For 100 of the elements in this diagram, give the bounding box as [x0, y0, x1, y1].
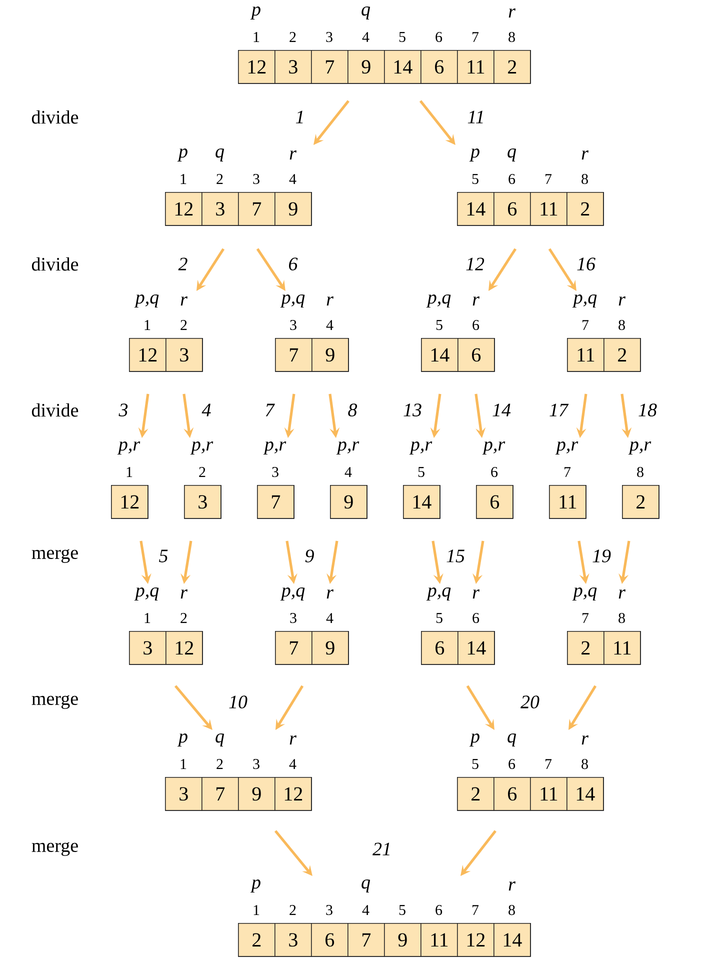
- pointer-label: r: [472, 296, 480, 306]
- index-label: 7: [582, 613, 589, 623]
- index-label: 1: [180, 759, 186, 769]
- index-label: 3: [326, 32, 332, 42]
- array-cell: 12: [274, 777, 312, 811]
- index-label: 2: [199, 467, 206, 477]
- index-label: 2: [216, 174, 223, 184]
- pointer-label: p: [469, 148, 480, 162]
- pointer-label: p,q: [280, 588, 305, 600]
- array-cell: 14: [494, 923, 531, 957]
- step-number: 11: [466, 110, 486, 124]
- array-cell: 14: [421, 338, 458, 372]
- pointer-label: p,r: [555, 442, 578, 454]
- array-cell: 3: [274, 923, 312, 957]
- index-label: 3: [290, 320, 296, 330]
- phase-label: divide: [32, 257, 78, 271]
- index-label: 7: [472, 905, 479, 915]
- index-label: 1: [144, 320, 150, 330]
- array-cell: 9: [274, 192, 312, 226]
- index-label: 5: [472, 759, 478, 769]
- pointer-label: r: [508, 8, 516, 18]
- array-cell: 2: [238, 923, 276, 957]
- array-cell: 6: [420, 50, 458, 84]
- pointer-label: r: [582, 150, 588, 160]
- index-label: 6: [472, 320, 480, 330]
- array-cell: 12: [165, 192, 202, 226]
- pointer-label: p: [250, 880, 260, 892]
- index-label: 8: [508, 32, 515, 42]
- array-cell: 14: [457, 192, 494, 226]
- array-cell: 11: [420, 923, 458, 957]
- step-number: 4: [200, 402, 212, 418]
- phase-label: divide: [32, 403, 78, 417]
- index-label: 8: [582, 758, 588, 770]
- step-number: 9: [304, 548, 316, 564]
- step-number: 19: [591, 548, 612, 564]
- index-label: 3: [290, 612, 296, 624]
- index-label: 7: [546, 174, 552, 184]
- pointer-label: q: [508, 148, 516, 162]
- pointer-label: p,q: [280, 294, 305, 308]
- pointer-label: r: [326, 590, 334, 598]
- array-cell: 7: [238, 192, 276, 226]
- array-cell: 6: [311, 923, 348, 957]
- index-label: 8: [508, 904, 515, 916]
- index-label: 8: [637, 466, 644, 478]
- array-cell: 14: [458, 631, 495, 665]
- step-number: 7: [264, 402, 276, 418]
- index-label: 6: [491, 466, 498, 478]
- pointer-label: p: [177, 148, 188, 162]
- index-label: 4: [326, 320, 334, 330]
- index-label: 1: [126, 467, 132, 477]
- array-cell: 12: [166, 631, 203, 665]
- array-cell: 2: [604, 338, 641, 372]
- step-number: 18: [637, 402, 658, 418]
- step-number: 8: [346, 402, 358, 418]
- index-label: 2: [290, 32, 296, 42]
- pointer-label: p,q: [572, 588, 597, 600]
- pointer-label: p,r: [628, 442, 652, 454]
- array-cell: 9: [348, 50, 385, 84]
- index-label: 4: [344, 467, 352, 477]
- array-cell: 2: [494, 50, 531, 84]
- array-cell: 6: [490, 495, 500, 509]
- array-cell: 3: [129, 631, 166, 665]
- pointer-label: p,q: [134, 294, 159, 308]
- pointer-label: q: [216, 148, 224, 162]
- index-label: 2: [180, 613, 187, 623]
- pointer-label: r: [290, 736, 296, 744]
- index-label: 5: [399, 905, 406, 915]
- index-label: 5: [472, 174, 478, 184]
- pointer-label: q: [362, 6, 370, 20]
- index-label: 8: [618, 612, 625, 624]
- array-cell: 2: [457, 777, 494, 811]
- step-number: 13: [402, 402, 423, 418]
- index-label: 5: [436, 613, 442, 623]
- pointer-label: p,r: [190, 442, 214, 454]
- pointer-label: r: [290, 150, 296, 160]
- index-label: 7: [546, 759, 552, 769]
- index-label: 3: [272, 466, 278, 478]
- pointer-label: p,r: [263, 442, 286, 454]
- step-number: 20: [520, 694, 540, 710]
- index-label: 1: [254, 32, 260, 42]
- pointer-label: p,q: [426, 294, 451, 308]
- index-label: 1: [180, 174, 186, 184]
- index-label: 5: [399, 32, 406, 42]
- array-cell: 9: [384, 923, 422, 957]
- index-label: 2: [290, 905, 296, 915]
- pointer-label: p,q: [572, 294, 597, 308]
- pointer-label: p,q: [426, 588, 451, 600]
- array-cell: 14: [566, 777, 604, 811]
- index-label: 7: [564, 467, 571, 477]
- step-number: 6: [287, 256, 299, 272]
- array-cell: 11: [457, 50, 494, 84]
- index-label: 4: [289, 174, 296, 184]
- index-label: 2: [180, 320, 187, 330]
- pointer-label: r: [618, 590, 626, 598]
- pointer-label: p: [250, 6, 260, 20]
- index-label: 4: [289, 759, 296, 769]
- array-cell: 7: [272, 495, 280, 508]
- array-cell: 2: [566, 192, 604, 226]
- index-label: 8: [618, 320, 625, 330]
- array-cell: 9: [312, 338, 349, 372]
